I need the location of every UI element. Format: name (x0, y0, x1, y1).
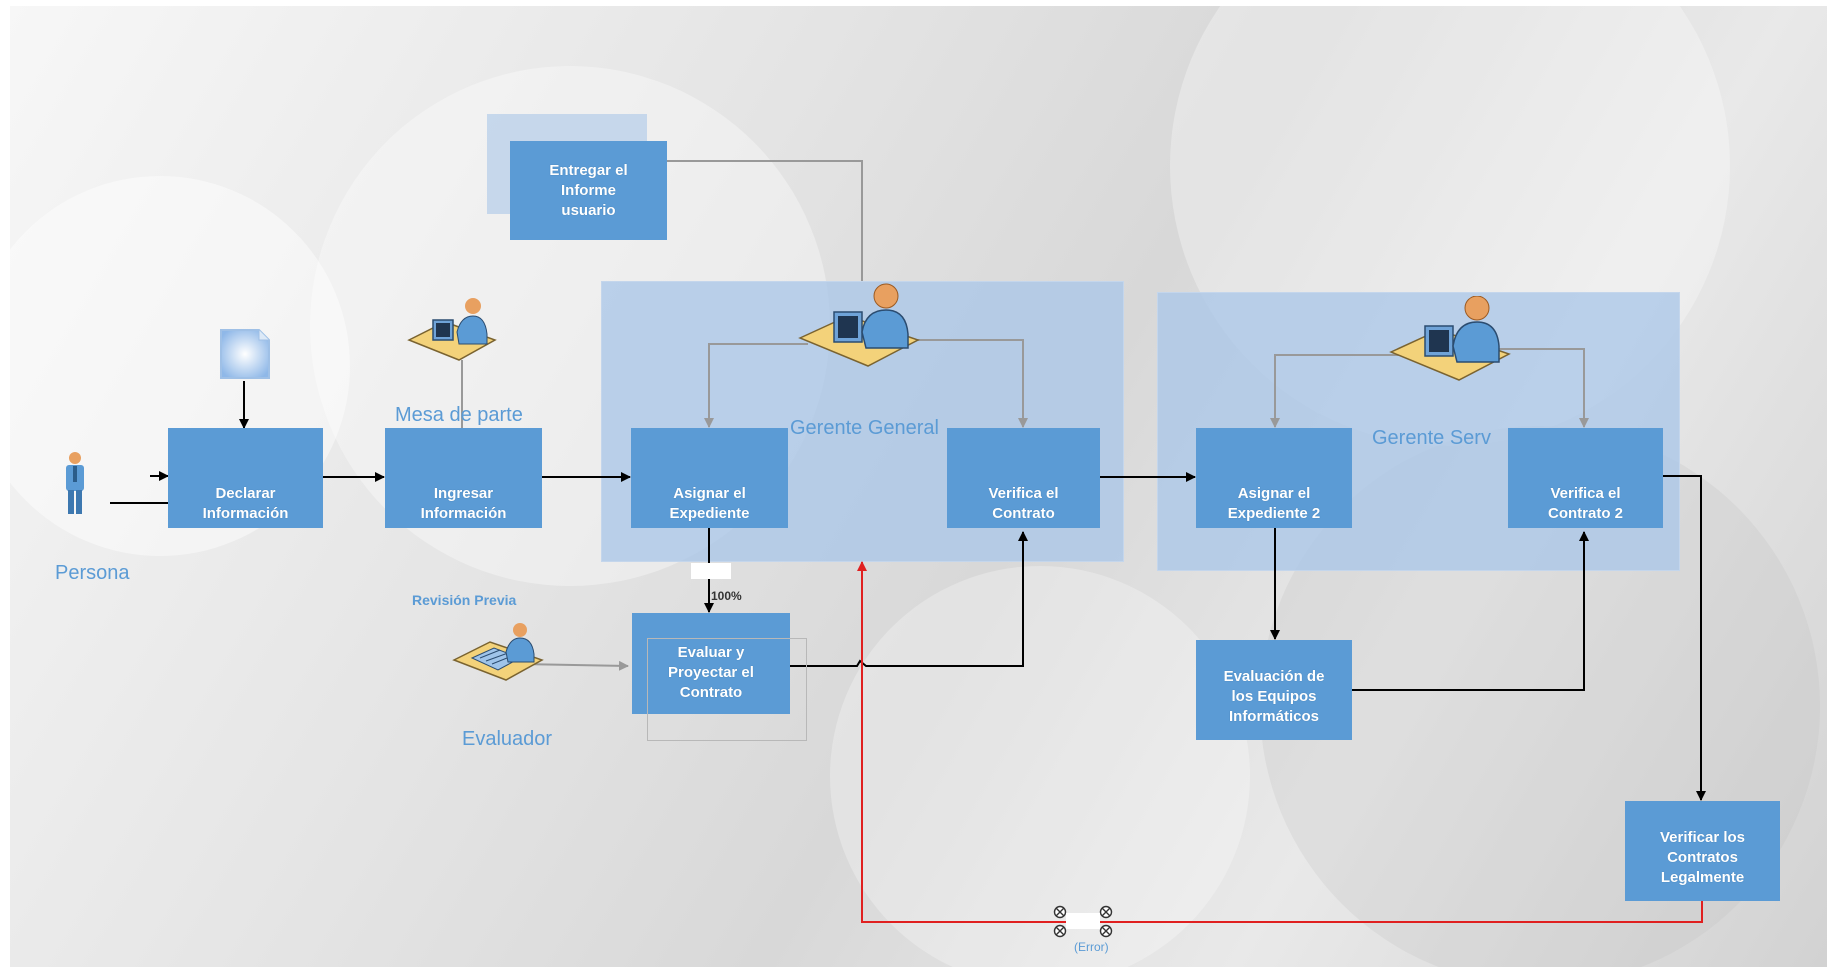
flow-evaluacion-verifica2 (1352, 531, 1589, 691)
actor-label-evaluador: Evaluador (462, 728, 553, 750)
actor-label-gerente-servicios: Gerente Serv (1372, 427, 1491, 449)
assign-gerente2-verifica2 (1480, 348, 1589, 428)
task-label: Asignar el Expediente 2 (1227, 485, 1321, 522)
flow-error-loop (857, 561, 1703, 923)
task-label: Declarar Información (202, 485, 289, 522)
assign-gerente-verifica (915, 339, 1028, 428)
task-label: Verificar los Contratos Legalmente (1659, 829, 1746, 886)
flow-evaluar-verifica (790, 531, 1028, 667)
desk-worker-icon (407, 298, 497, 361)
task-label: Evaluar y Proyectar el Contrato (668, 643, 754, 701)
assign-gerente2-asignar2 (1270, 354, 1426, 428)
assign-entregar-gerente (667, 160, 863, 281)
selection-outline (647, 638, 807, 741)
task-ingresar-informacion[interactable]: Ingresar Información (385, 428, 542, 528)
task-label: Evaluación de los Equipos Informáticos (1223, 668, 1325, 725)
task-label: Verifica el Contrato (988, 485, 1059, 522)
assign-evaluador-evaluar (519, 660, 629, 671)
task-label: Ingresar Información (420, 485, 507, 522)
task-entregar-informe[interactable]: Entregar el Informe usuario (510, 141, 667, 240)
annotation-revision-previa: Revisión Previa (412, 592, 517, 608)
task-evaluacion-equipos[interactable]: Evaluación de los Equipos Informáticos (1196, 640, 1352, 740)
manager-desk-icon (1389, 296, 1511, 381)
annotation-error: (Error) (1074, 940, 1109, 954)
manager-desk-icon (798, 283, 920, 367)
task-verificar-contratos-legal[interactable]: Verificar los Contratos Legalmente (1625, 801, 1780, 901)
task-declarar-informacion[interactable]: Declarar Información (168, 428, 323, 528)
task-asignar-expediente-2[interactable]: Asignar el Expediente 2 (1196, 428, 1352, 528)
task-asignar-expediente[interactable]: Asignar el Expediente (631, 428, 788, 528)
error-marker-icon (1053, 905, 1113, 938)
actor-label-gerente-general: Gerente General (790, 417, 939, 439)
error-label-blank (1066, 913, 1100, 929)
bg-circle (830, 566, 1250, 967)
task-label: Verifica el Contrato 2 (1548, 485, 1623, 522)
annotation-percent: 100% (711, 589, 742, 603)
task-evaluar-proyectar[interactable]: Evaluar y Proyectar el Contrato (632, 613, 790, 714)
flow-verifica2-legal (1663, 475, 1706, 801)
task-verifica-contrato[interactable]: Verifica el Contrato (947, 428, 1100, 528)
actor-label-mesa-de-parte: Mesa de parte (395, 404, 523, 426)
task-verifica-contrato-2[interactable]: Verifica el Contrato 2 (1508, 428, 1663, 528)
task-label: Entregar el Informe usuario (549, 161, 628, 219)
flow-persona-declarar (110, 471, 169, 504)
task-label: Asignar el Expediente (669, 485, 750, 522)
flow-label-blank (691, 563, 731, 579)
actor-label-persona: Persona (55, 562, 130, 584)
document-icon (220, 329, 270, 379)
assign-gerente-asignar (704, 343, 808, 428)
background (10, 6, 1827, 967)
evaluator-desk-icon (452, 623, 544, 681)
person-icon (66, 452, 84, 514)
